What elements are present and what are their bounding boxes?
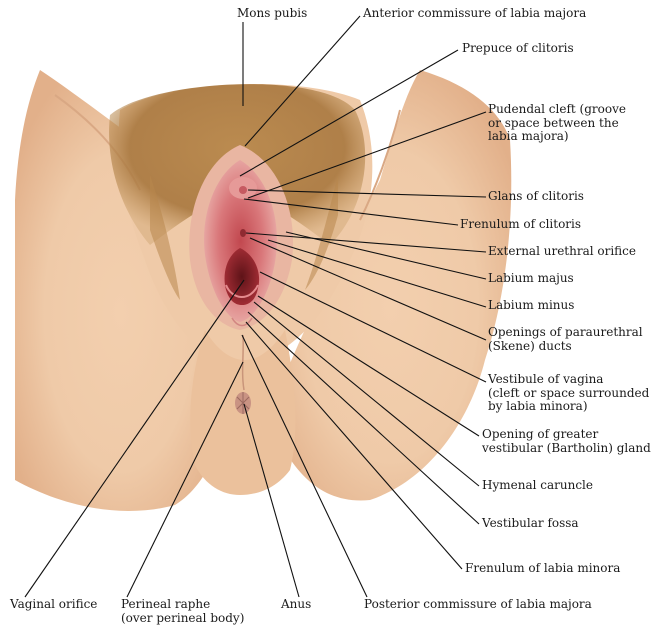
label-labium-minus: Labium minus — [488, 299, 574, 313]
label-prepuce-clitoris: Prepuce of clitoris — [462, 42, 574, 56]
label-frenulum-labia-minora: Frenulum of labia minora — [465, 562, 620, 576]
label-pudendal-cleft-line1: Pudendal cleft (groove — [488, 103, 626, 117]
label-vestibular-fossa: Vestibular fossa — [482, 517, 579, 531]
label-labium-majus: Labium majus — [488, 272, 574, 286]
label-perineal-raphe: Perineal raphe (over perineal body) — [121, 598, 244, 625]
label-greater-vestibular-gland: Opening of greater vestibular (Bartholin… — [482, 428, 651, 455]
label-mons-pubis: Mons pubis — [237, 7, 307, 21]
label-perineal-raphe-line2: (over perineal body) — [121, 612, 244, 626]
label-glans-clitoris: Glans of clitoris — [488, 190, 584, 204]
label-paraurethral-line2: (Skene) ducts — [488, 340, 643, 354]
label-frenulum-clitoris: Frenulum of clitoris — [460, 218, 581, 232]
label-pudendal-cleft-line3: labia majora) — [488, 130, 626, 144]
label-anus: Anus — [281, 598, 311, 612]
label-pudendal-cleft: Pudendal cleft (groove or space between … — [488, 103, 626, 144]
label-bartholin-line1: Opening of greater — [482, 428, 651, 442]
label-vestibule-line2: (cleft or space surrounded — [488, 387, 649, 401]
label-perineal-raphe-line1: Perineal raphe — [121, 598, 244, 612]
glans-clitoris — [239, 186, 247, 194]
label-vestibule-line3: by labia minora) — [488, 400, 649, 414]
label-vaginal-orifice: Vaginal orifice — [10, 598, 97, 612]
label-posterior-commissure: Posterior commissure of labia majora — [364, 598, 592, 612]
label-external-urethral-orifice: External urethral orifice — [488, 245, 636, 259]
label-anterior-commissure: Anterior commissure of labia majora — [363, 7, 586, 21]
label-paraurethral-openings: Openings of paraurethral (Skene) ducts — [488, 326, 643, 353]
label-paraurethral-line1: Openings of paraurethral — [488, 326, 643, 340]
label-bartholin-line2: vestibular (Bartholin) gland — [482, 442, 651, 456]
urethral-orifice — [240, 229, 246, 237]
label-pudendal-cleft-line2: or space between the — [488, 117, 626, 131]
label-vestibule-line1: Vestibule of vagina — [488, 373, 649, 387]
label-hymenal-caruncle: Hymenal caruncle — [482, 479, 593, 493]
label-vestibule-vagina: Vestibule of vagina (cleft or space surr… — [488, 373, 649, 414]
